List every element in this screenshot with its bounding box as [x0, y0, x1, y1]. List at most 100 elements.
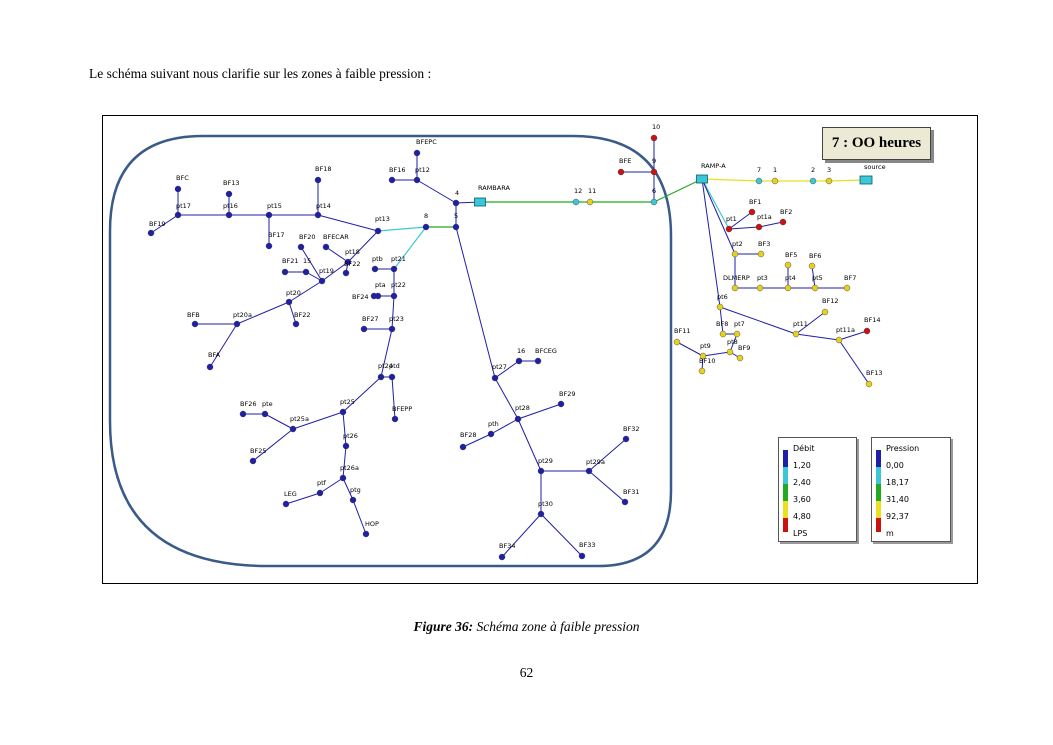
node-label-pt19: pt19	[319, 267, 334, 275]
node-BF10	[698, 367, 706, 375]
node-label-pt1a: pt1a	[757, 213, 772, 221]
pressure-legend-title: Pression	[886, 444, 920, 453]
node-pt13	[374, 227, 382, 235]
node-BFE	[617, 168, 625, 176]
node-label-BF13: BF13	[866, 369, 882, 377]
node-label-ptf: ptf	[317, 479, 327, 487]
node-label-5: 5	[454, 212, 458, 220]
node-BF27	[360, 325, 368, 333]
pipe-pt8-pt9	[702, 351, 731, 357]
node-BFA	[206, 363, 214, 371]
node-ptf	[316, 489, 324, 497]
node-BF13	[865, 380, 873, 388]
flow-swatch-3	[783, 484, 788, 501]
node-pt26	[342, 442, 350, 450]
figure-caption-text: Schéma zone à faible pression	[473, 619, 640, 634]
node-1	[771, 177, 779, 185]
node-label-pt5: pt5	[812, 274, 823, 282]
node-label-2: 2	[811, 166, 815, 174]
node-label-10: 10	[652, 123, 660, 131]
node-label-ptd: ptd	[389, 362, 400, 370]
node-label-pt21: pt21	[391, 255, 406, 263]
node-pt28	[514, 415, 522, 423]
node-BF11	[673, 338, 681, 346]
pipe-pt24-pt25	[342, 376, 382, 413]
node-9	[650, 168, 658, 176]
node-label-pt2: pt2	[732, 240, 743, 248]
node-label-7: 7	[757, 166, 761, 174]
pipe-pt19-pt20	[288, 280, 323, 303]
node-pt17	[174, 211, 182, 219]
flow-legend-unit: LPS	[793, 529, 808, 538]
node-BF6	[808, 262, 816, 270]
node-pt30	[537, 510, 545, 518]
node-label-BF26: BF26	[240, 400, 256, 408]
node-label-BFB: BFB	[187, 311, 200, 319]
node-label-BF19: BF19	[149, 220, 165, 228]
node-pt19	[318, 277, 326, 285]
pipe-pt26a-ptf	[319, 477, 344, 494]
node-label-BF29: BF29	[559, 390, 575, 398]
node-label-pt29: pt29	[538, 457, 553, 465]
pipe-8-pt21	[393, 226, 427, 270]
flow-swatch-2	[783, 467, 788, 484]
node-pt25	[339, 408, 347, 416]
node-label-pt14: pt14	[316, 202, 331, 210]
node-BF16	[388, 176, 396, 184]
pressure-swatch-5	[876, 518, 881, 532]
node-label-BF7: BF7	[844, 274, 856, 282]
node-BF17	[265, 242, 273, 250]
node-label-pt25: pt25	[340, 398, 355, 406]
pipe-pt26a-ptg	[342, 477, 354, 501]
node-label-pt15: pt15	[267, 202, 282, 210]
node-pt22	[390, 292, 398, 300]
node-label-BF6: BF6	[809, 252, 821, 260]
node-label-LEG: LEG	[284, 490, 297, 498]
node-BF12	[821, 308, 829, 316]
node-label-BF22: BF22	[344, 260, 360, 268]
node-label-BF10: BF10	[699, 357, 715, 365]
pipe-pt12-4	[416, 179, 457, 204]
pipe-BF19-pt17	[150, 214, 179, 234]
node-pt21	[390, 265, 398, 273]
node-BF13b	[225, 190, 233, 198]
node-label-pt25a: pt25a	[290, 415, 309, 423]
figure-caption: Figure 36: Schéma zone à faible pression	[0, 619, 1053, 635]
node-10	[650, 134, 658, 142]
node-label-11: 11	[588, 187, 596, 195]
node-BFC	[174, 185, 182, 193]
node-pt23	[388, 325, 396, 333]
node-BF18	[314, 176, 322, 184]
node-pt26a	[339, 474, 347, 482]
pipe-pt23-pt24	[380, 328, 393, 378]
node-pt18	[344, 258, 352, 266]
node-label-pt17: pt17	[176, 202, 191, 210]
node-label-BF11: BF11	[674, 327, 690, 335]
node-BF28	[459, 443, 467, 451]
node-pt6	[716, 303, 724, 311]
node-label-pta: pta	[375, 281, 386, 289]
pipe-RAMP-A-pt2	[701, 178, 736, 255]
node-label-BF17: BF17	[268, 231, 284, 239]
pipe-pte-pt25a	[264, 413, 294, 430]
node-pt8	[726, 348, 734, 356]
flow-legend-title: Débit	[793, 444, 815, 453]
node-BF8	[719, 330, 727, 338]
node-pt11a	[835, 336, 843, 344]
node-label-pt29a: pt29a	[586, 458, 605, 466]
node-label-pt30: pt30	[538, 500, 553, 508]
node-label-BF5: BF5	[785, 251, 797, 259]
node-11	[586, 198, 594, 206]
node-label-BF32: BF32	[623, 425, 639, 433]
node-pth	[487, 430, 495, 438]
node-pt20a	[233, 320, 241, 328]
node-ptd	[388, 373, 396, 381]
pipe-pt30-BF33	[540, 513, 583, 557]
node-6	[650, 198, 658, 206]
node-label-9: 9	[652, 157, 656, 165]
node-label-pt1: pt1	[726, 215, 737, 223]
pipe-ptg-HOP	[352, 499, 367, 535]
node-BF33	[578, 552, 586, 560]
node-BF19	[147, 229, 155, 237]
pressure-legend-label-3: 31,40	[886, 495, 909, 504]
